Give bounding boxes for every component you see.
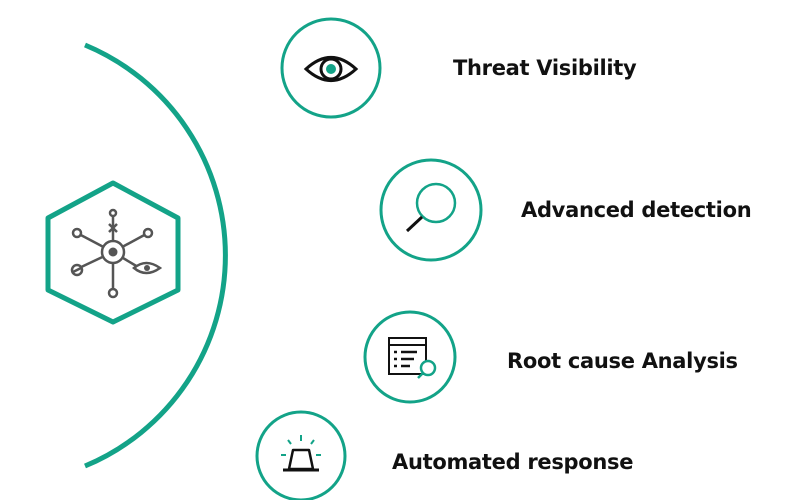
step-node-automated-response <box>255 410 347 500</box>
step-node-advanced-detection <box>379 158 483 262</box>
step-label-threat-visibility: Threat Visibility <box>453 56 637 80</box>
hub-badge <box>45 180 181 325</box>
step-label-advanced-detection: Advanced detection <box>521 198 752 222</box>
cycle-arc <box>84 42 228 469</box>
alarm-beacon-icon <box>281 435 321 472</box>
step-node-root-cause-analysis <box>363 310 457 404</box>
step-label-automated-response: Automated response <box>392 450 634 474</box>
step-label-root-cause-analysis: Root cause Analysis <box>507 349 738 373</box>
network-hub-eye-icon <box>70 208 163 299</box>
eye-icon <box>303 56 359 82</box>
report-search-icon <box>388 337 437 379</box>
step-node-threat-visibility <box>280 17 382 119</box>
magnifier-icon <box>405 182 457 233</box>
